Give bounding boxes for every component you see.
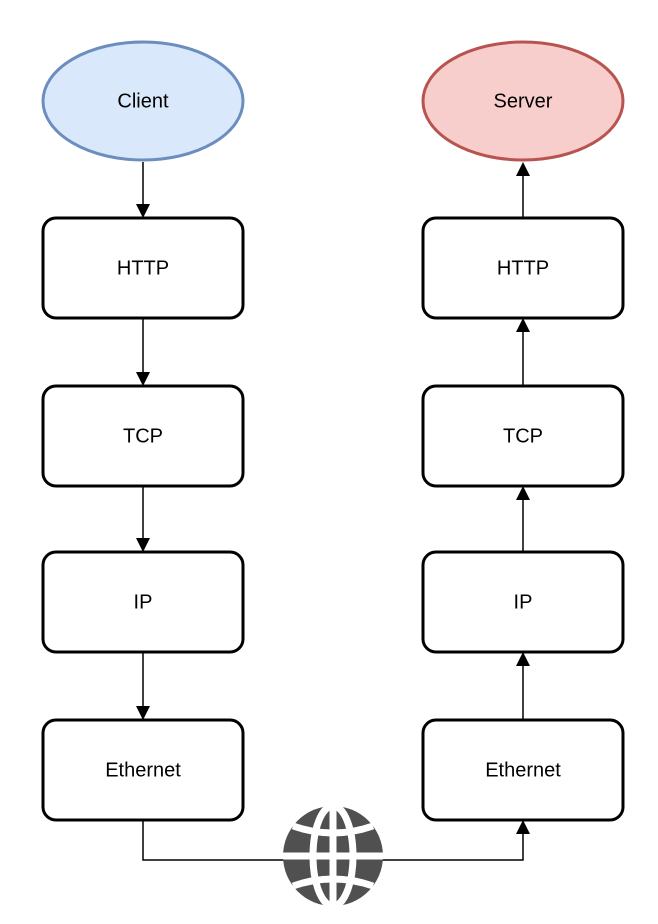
client-ellipse [41, 40, 245, 162]
client-http-box: HTTP [41, 216, 245, 320]
server-http-box: HTTP [421, 216, 625, 320]
client-tcp-label: TCP [123, 425, 163, 447]
server-ip-box: IP [421, 550, 625, 654]
server-node: Server [421, 40, 625, 162]
client-ip-box: IP [41, 550, 245, 654]
globe-parallel-south [291, 875, 375, 890]
client-ethernet-box: Ethernet [41, 718, 245, 822]
arrowhead-http-to-tcp-client [136, 372, 150, 386]
client-label: Client [117, 90, 169, 112]
arrowhead-ip-to-ethernet-client [136, 706, 150, 720]
client-ethernet-label: Ethernet [105, 759, 181, 781]
arrowhead-tcp-to-http-server [516, 318, 530, 332]
server-ellipse [421, 40, 625, 162]
client-tcp-rect [41, 384, 245, 488]
globe-grid [283, 802, 383, 910]
client-node: Client [41, 40, 245, 162]
client-stack: HTTP TCP IP Ethernet [41, 216, 245, 822]
server-ethernet-label: Ethernet [485, 759, 561, 781]
edge-client-ethernet-to-globe [142, 820, 286, 861]
client-http-rect [41, 216, 245, 320]
server-stack: HTTP TCP IP Ethernet [421, 216, 625, 822]
server-ip-label: IP [514, 591, 533, 613]
client-ip-label: IP [134, 591, 153, 613]
arrowhead-ethernet-to-ip-server [516, 652, 530, 666]
arrowhead-ip-to-tcp-server [516, 486, 530, 500]
server-ethernet-rect [421, 718, 625, 822]
server-tcp-box: TCP [421, 384, 625, 488]
globe-icon [283, 802, 383, 910]
network-link [142, 820, 530, 861]
server-http-label: HTTP [497, 257, 549, 279]
arrowhead-client-to-http [136, 204, 150, 218]
server-http-rect [421, 216, 625, 320]
client-http-label: HTTP [117, 257, 169, 279]
client-ethernet-rect [41, 718, 245, 822]
server-tcp-rect [421, 384, 625, 488]
edge-globe-to-server-ethernet [380, 831, 524, 861]
server-label: Server [494, 90, 553, 112]
globe-parallel-north [291, 822, 375, 837]
arrowhead-tcp-to-ip-client [136, 538, 150, 552]
server-ethernet-box: Ethernet [421, 718, 625, 822]
arrowhead-globe-to-server-ethernet [516, 820, 530, 834]
client-ip-rect [41, 550, 245, 654]
server-edges [516, 162, 530, 720]
client-tcp-box: TCP [41, 384, 245, 488]
arrowhead-http-to-server [516, 162, 530, 176]
client-edges [136, 162, 150, 720]
server-tcp-label: TCP [503, 425, 543, 447]
server-ip-rect [421, 550, 625, 654]
